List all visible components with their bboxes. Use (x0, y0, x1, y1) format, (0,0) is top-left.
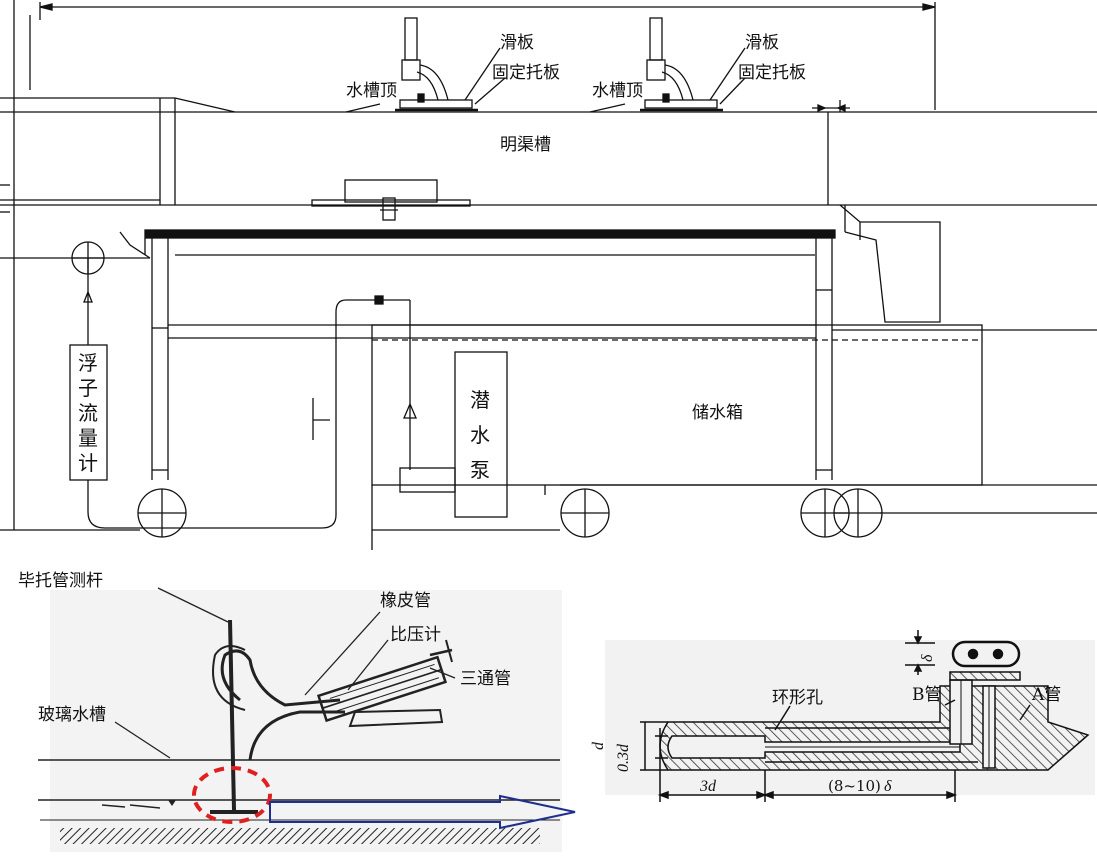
svg-text:流: 流 (78, 401, 98, 425)
svg-text:计: 计 (78, 451, 98, 475)
flow-direction-arrow (269, 794, 576, 830)
storage-tank-body (371, 324, 1097, 550)
label-annular-hole: 环形孔 (772, 688, 823, 708)
dim-0-3d: 0.3d (615, 743, 632, 772)
label-fixed-plate-2: 固定托板 (738, 63, 806, 83)
float-meter-wheel (71, 241, 105, 275)
top-dimension-line (39, 2, 936, 110)
svg-text:子: 子 (78, 376, 98, 400)
pitot-detail-section (605, 630, 1095, 802)
svg-text:潜: 潜 (470, 388, 490, 412)
right-end-box (839, 204, 941, 323)
label-open-channel: 明渠槽 (500, 135, 551, 155)
label-glass-flume: 玻璃水槽 (38, 705, 106, 725)
flume-apparatus (0, 0, 1097, 550)
svg-text:水: 水 (470, 423, 490, 447)
left-leg (151, 238, 169, 480)
label-slide-plate-2: 滑板 (745, 33, 779, 53)
pitot-photo-sketch (38, 587, 562, 852)
label-manometer: 比压计 (390, 625, 441, 645)
label-trough-top-2: 水槽顶 (592, 81, 643, 101)
label-rubber-tube: 橡皮管 (380, 591, 431, 611)
wheel-left (137, 488, 187, 538)
svg-text:浮: 浮 (78, 351, 98, 375)
pump-pipe (87, 295, 456, 529)
svg-text:泵: 泵 (470, 458, 490, 482)
dim-3d: 3d (699, 778, 717, 795)
pitot-holder-1 (345, 17, 506, 113)
label-submersible-pump: 潜 水 泵 (470, 388, 490, 482)
svg-text:量: 量 (78, 426, 98, 450)
label-float-meter: 浮 子 流 量 计 (78, 351, 98, 475)
dim-delta-top: δ (919, 654, 936, 662)
label-tee-pipe: 三通管 (460, 669, 511, 689)
label-slide-plate-1: 滑板 (500, 33, 534, 53)
wheel-right-b (833, 488, 883, 538)
right-leg (815, 238, 833, 480)
open-channel (0, 97, 1097, 259)
label-fixed-plate-1: 固定托板 (492, 63, 560, 83)
label-trough-top-1: 水槽顶 (346, 81, 397, 101)
label-a-tube: A管 (1031, 685, 1061, 705)
rail-beam (144, 229, 836, 239)
label-b-tube: B管 (912, 685, 942, 705)
center-carriage (311, 179, 471, 221)
pitot-holder-2 (589, 17, 746, 113)
label-storage-tank: 储水箱 (692, 403, 743, 423)
label-pitot-rod: 毕托管测杆 (18, 571, 103, 591)
dim-delta: δ (884, 778, 892, 795)
dim-d: d (590, 741, 607, 750)
wheel-center (560, 488, 610, 538)
measuring-point-highlight (192, 766, 272, 824)
dim-8-10: (8~10) (828, 777, 881, 795)
submersible-pump-body (454, 351, 508, 518)
